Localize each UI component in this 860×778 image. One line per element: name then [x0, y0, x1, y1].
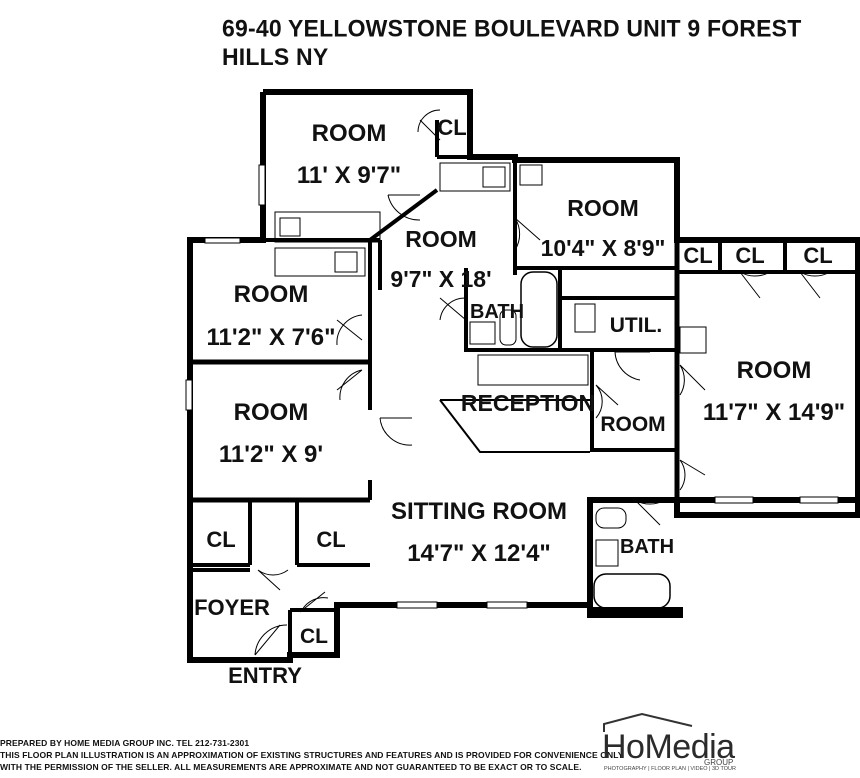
door-swing	[739, 271, 771, 299]
closet-label: CL	[683, 243, 712, 268]
door-swing	[679, 459, 706, 491]
interior-wall	[439, 399, 590, 453]
footer-line-3: WITH THE PERMISSION OF THE SELLER. ALL M…	[0, 762, 582, 772]
util-label: UTIL.	[610, 314, 663, 337]
door-swing	[417, 109, 441, 141]
homedia-logo: HoMedia GROUP PHOTOGRAPHY | FLOOR PLAN |…	[602, 712, 762, 774]
interior-wall	[464, 268, 562, 352]
interior-wall	[190, 568, 337, 655]
sink	[334, 251, 358, 273]
window	[396, 601, 438, 609]
closet-label: CL	[735, 243, 764, 268]
footer-line-2: THIS FLOOR PLAN ILLUSTRATION IS AN APPRO…	[0, 750, 624, 760]
sink	[679, 326, 707, 354]
outer-wall	[187, 92, 860, 663]
door-swing	[614, 351, 650, 381]
room-labels: ROOM 11' X 9'7" CL ROOM 9'7" X 18' ROOM …	[194, 115, 845, 688]
logo-sub: GROUP	[704, 758, 734, 767]
door-swing	[299, 591, 329, 613]
outer-wall	[263, 89, 860, 503]
door-swing	[634, 499, 666, 526]
room-left-1-name: ROOM	[234, 281, 309, 308]
bath-bottom-label: BATH	[620, 536, 674, 558]
window	[714, 496, 754, 504]
reception-desk	[477, 354, 589, 386]
logo-name: HoMedia	[602, 728, 735, 766]
door-swing	[336, 369, 363, 401]
toilet	[595, 507, 627, 529]
room-top-right-name: ROOM	[567, 195, 639, 221]
toilet	[499, 309, 517, 346]
room-left-2-size: 11'2" X 9'	[219, 441, 323, 468]
foyer-label: FOYER	[194, 595, 270, 620]
door-swing	[679, 364, 706, 396]
bath-top-label: BATH	[470, 301, 524, 323]
bathtub	[520, 271, 558, 348]
room-right-size: 11'7" X 14'9"	[703, 399, 845, 426]
interior-wall	[190, 500, 370, 567]
interior-wall	[590, 350, 677, 452]
closet-label: CL	[206, 527, 235, 552]
window	[204, 237, 241, 244]
room-top-right-size: 10'4" X 8'9"	[541, 235, 666, 261]
sink	[469, 321, 496, 345]
room-left-1-size: 11'2" X 7'6"	[207, 324, 336, 351]
room-left-2-name: ROOM	[234, 399, 309, 426]
closet-label: CL	[803, 243, 832, 268]
interior-wall	[437, 155, 517, 275]
window	[185, 379, 193, 411]
sitting-room-name: SITTING ROOM	[391, 498, 567, 525]
closet-label: CL	[300, 625, 328, 648]
sink	[482, 166, 506, 188]
door-swing	[439, 297, 467, 321]
closet-label: CL	[437, 115, 466, 140]
closet-label: CL	[316, 527, 345, 552]
logo-tagline: PHOTOGRAPHY | FLOOR PLAN | VIDEO | 3D TO…	[604, 766, 736, 772]
door-swing	[595, 384, 619, 419]
room-center-size: 9'7" X 18'	[390, 266, 491, 292]
door-swing	[379, 417, 413, 446]
door-swing	[254, 624, 288, 656]
sink-counter	[274, 247, 366, 277]
room-small-label: ROOM	[600, 413, 665, 436]
door-swing	[257, 569, 289, 591]
window	[486, 601, 528, 609]
reception-label: RECEPTION	[461, 390, 595, 416]
door-swing	[336, 314, 363, 346]
disclaimer-footer: PREPARED BY HOME MEDIA GROUP INC. TEL 21…	[0, 737, 624, 773]
room-center-name: ROOM	[405, 226, 477, 252]
entry-label: ENTRY	[228, 663, 302, 688]
room-top-left-size: 11' X 9'7"	[297, 162, 401, 189]
room-right-name: ROOM	[737, 357, 812, 384]
util-box	[574, 303, 596, 333]
room-top-left-name: ROOM	[312, 120, 387, 147]
interior-wall	[718, 240, 787, 272]
footer-line-1: PREPARED BY HOME MEDIA GROUP INC. TEL 21…	[0, 738, 250, 748]
plan-title: 69-40 YELLOWSTONE BOULEVARD UNIT 9 FORES…	[222, 14, 802, 71]
sink-counter	[439, 162, 511, 192]
sink	[595, 539, 619, 567]
roof-icon	[603, 712, 693, 732]
sink	[519, 164, 543, 186]
window	[258, 164, 266, 206]
sink-counter	[274, 211, 381, 243]
bathtub	[593, 573, 671, 609]
interior-wall	[368, 188, 439, 242]
door-swing	[799, 271, 831, 299]
window	[799, 496, 839, 504]
sitting-room-size: 14'7" X 12'4"	[407, 540, 551, 567]
door-swing	[514, 217, 541, 251]
sink	[279, 217, 301, 237]
door-swing	[387, 194, 421, 221]
